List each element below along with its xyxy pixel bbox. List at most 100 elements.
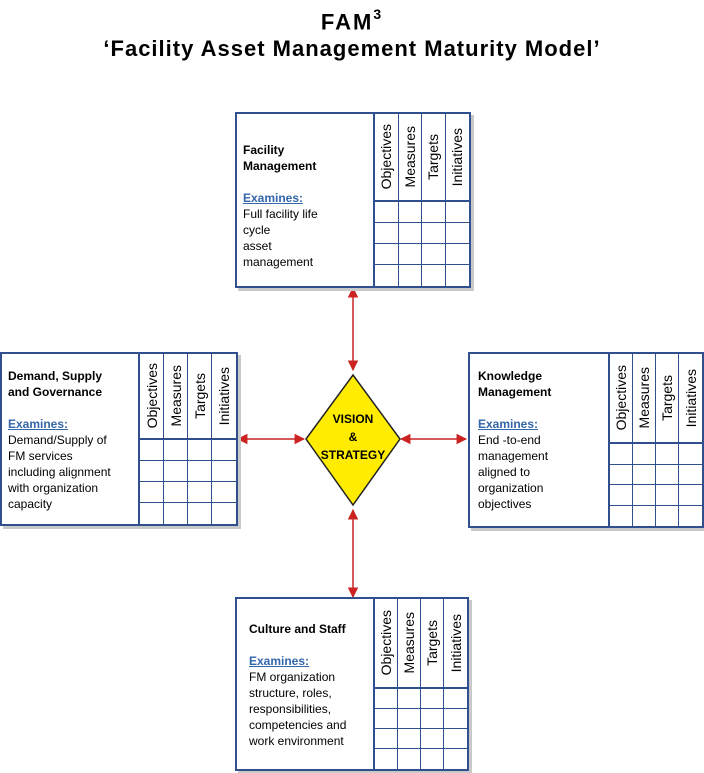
ampersand-label: & bbox=[348, 430, 358, 444]
description-line: aligned to bbox=[478, 465, 531, 479]
grid-cell bbox=[398, 244, 422, 265]
heading-line: Management bbox=[478, 385, 552, 399]
grid-cell bbox=[421, 689, 444, 709]
description-line: management bbox=[478, 449, 549, 463]
vision-label: VISION bbox=[332, 412, 374, 426]
grid-cell bbox=[421, 749, 444, 769]
examines-label: Examines: bbox=[478, 417, 539, 431]
grid-cell bbox=[446, 265, 470, 286]
box-heading: Knowledge Management bbox=[478, 368, 608, 400]
description-line: responsibilities, bbox=[249, 702, 332, 716]
grid-cell bbox=[375, 709, 398, 729]
main-title-superscript: 3 bbox=[373, 6, 384, 22]
box-description: Demand/Supply of FM services including a… bbox=[8, 432, 140, 512]
scorecard-grid: Objectives Measures Targets Initiatives bbox=[373, 112, 471, 288]
grid-cell bbox=[375, 223, 399, 244]
heading-line: Knowledge bbox=[478, 369, 543, 383]
column-header-objectives: Objectives bbox=[140, 354, 164, 440]
description-line: with organization bbox=[8, 481, 99, 495]
grid-cell bbox=[679, 506, 702, 527]
box-description: End -to-end management aligned to organi… bbox=[478, 432, 608, 512]
grid-cell bbox=[398, 709, 421, 729]
description-line: objectives bbox=[478, 497, 532, 511]
heading-line: Culture and Staff bbox=[249, 622, 346, 636]
heading-line: and Governance bbox=[8, 385, 103, 399]
grid-cell bbox=[212, 482, 236, 503]
grid-cell bbox=[164, 461, 188, 482]
grid-cell bbox=[399, 265, 422, 286]
scorecard-grid: Objectives Measures Targets Initiatives bbox=[373, 597, 469, 771]
grid-cell bbox=[422, 202, 446, 223]
grid-cell bbox=[444, 749, 467, 769]
grid-cell bbox=[656, 464, 679, 485]
grid-cell bbox=[398, 689, 421, 709]
culture-and-staff-box: Culture and Staff Examines: FM organizat… bbox=[235, 597, 469, 771]
heading-line: Management bbox=[243, 159, 317, 173]
grid-cell bbox=[445, 223, 469, 244]
grid-cell bbox=[375, 749, 398, 769]
demand-supply-governance-box: Demand, Supply and Governance Examines: … bbox=[0, 352, 238, 526]
strategy-label: STRATEGY bbox=[320, 448, 386, 462]
description-line: Full facility life bbox=[243, 207, 318, 221]
column-header-objectives: Objectives bbox=[375, 114, 399, 202]
grid-cell bbox=[679, 444, 702, 465]
description-line: work environment bbox=[249, 734, 344, 748]
column-header-objectives: Objectives bbox=[610, 354, 633, 444]
grid-cell bbox=[212, 440, 236, 461]
grid-cell bbox=[656, 444, 679, 465]
description-line: FM organization bbox=[249, 670, 336, 684]
column-header-measures: Measures bbox=[398, 599, 421, 689]
grid-cell bbox=[444, 689, 467, 709]
grid-cell bbox=[140, 461, 164, 482]
column-header-targets: Targets bbox=[422, 114, 446, 202]
grid-cell bbox=[375, 202, 399, 223]
description-line: management bbox=[243, 255, 314, 269]
description-line: organization bbox=[478, 481, 544, 495]
column-header-measures: Measures bbox=[164, 354, 188, 440]
grid-cell bbox=[656, 485, 679, 506]
grid-cell bbox=[398, 729, 421, 749]
description-line: FM services bbox=[8, 449, 73, 463]
grid-cell bbox=[633, 505, 656, 526]
grid-cell bbox=[398, 223, 422, 244]
grid-cell bbox=[212, 461, 236, 482]
description-line: cycle bbox=[243, 223, 271, 237]
column-header-initiatives: Initiatives bbox=[444, 599, 467, 689]
grid-cell bbox=[633, 464, 656, 485]
grid-cell bbox=[188, 461, 212, 482]
grid-cell bbox=[398, 202, 422, 223]
scorecard-grid: Objectives Measures Targets Initiatives bbox=[608, 352, 704, 528]
heading-line: Demand, Supply bbox=[8, 369, 103, 383]
grid-cell bbox=[633, 444, 656, 465]
examines-label: Examines: bbox=[8, 417, 69, 431]
grid-cell bbox=[164, 440, 188, 461]
grid-cell bbox=[375, 729, 398, 749]
column-header-targets: Targets bbox=[421, 599, 444, 689]
grid-cell bbox=[422, 244, 446, 265]
heading-line: Facility bbox=[243, 143, 285, 157]
grid-cell bbox=[444, 709, 467, 729]
column-header-initiatives: Initiatives bbox=[212, 354, 236, 440]
description-line: structure, roles, bbox=[249, 686, 332, 700]
grid-cell bbox=[610, 444, 633, 465]
description-line: competencies and bbox=[249, 718, 347, 732]
column-header-initiatives: Initiatives bbox=[445, 114, 469, 202]
box-heading: Demand, Supply and Governance bbox=[8, 368, 140, 400]
column-header-targets: Targets bbox=[188, 354, 212, 440]
grid-cell bbox=[212, 503, 236, 524]
grid-cell bbox=[140, 440, 164, 461]
grid-cell bbox=[610, 505, 633, 526]
box-heading: Culture and Staff bbox=[249, 621, 377, 637]
grid-cell bbox=[421, 709, 444, 729]
grid-cell bbox=[610, 485, 633, 506]
grid-cell bbox=[375, 265, 399, 286]
description-line: including alignment bbox=[8, 465, 111, 479]
grid-cell bbox=[679, 485, 702, 506]
grid-cell bbox=[422, 265, 446, 286]
box-description: Full facility life cycle asset managemen… bbox=[243, 206, 371, 270]
column-header-initiatives: Initiatives bbox=[679, 354, 702, 444]
examines-label: Examines: bbox=[243, 191, 304, 205]
grid-cell bbox=[398, 749, 421, 769]
scorecard-grid: Objectives Measures Targets Initiatives bbox=[138, 352, 238, 526]
main-title: FAM3 bbox=[0, 6, 704, 35]
